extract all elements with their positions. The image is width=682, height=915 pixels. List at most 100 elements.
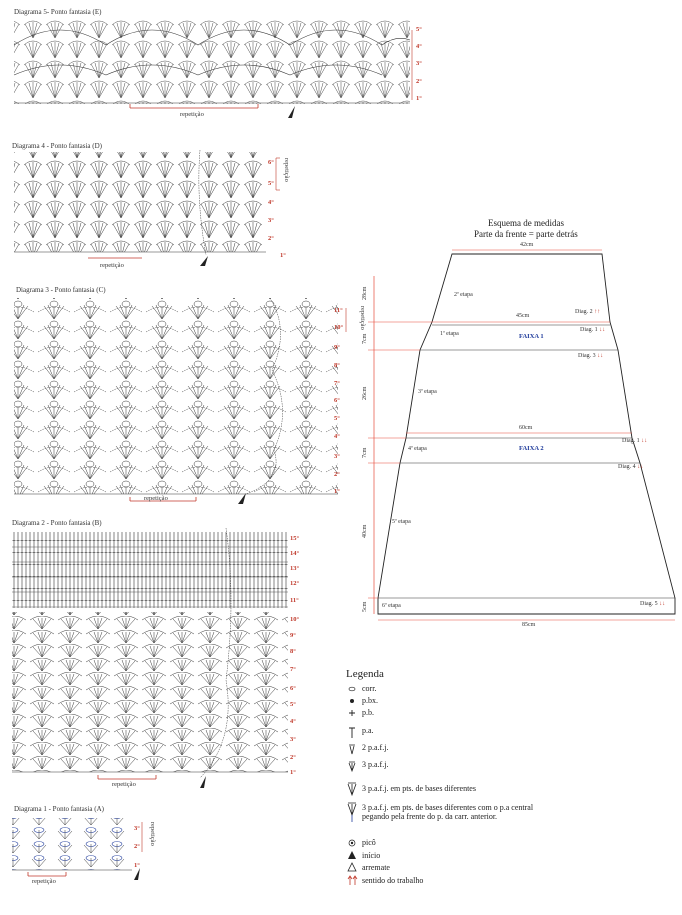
repeat-label-b: repetição <box>112 781 136 788</box>
chart-d-body <box>14 149 280 266</box>
measurement-schema <box>368 249 676 621</box>
legend-3dc-front-post: 3 p.a.f.j. em pts. de bases diferentes c… <box>362 803 534 821</box>
diagram-3-title: Diagrama 3 - Ponto fantasia (C) <box>16 286 106 294</box>
stage-6-label: 6ª etapa <box>382 603 401 609</box>
row-label-c-4: 4° <box>334 433 340 440</box>
row-label-d-6: 6° <box>268 159 274 166</box>
legend-2dc-together: 2 p.a.f.j. <box>362 743 389 752</box>
row-label-b-4: 4° <box>290 718 296 725</box>
row-label-b-12: 12° <box>290 580 300 587</box>
row-label-b-5: 5° <box>290 701 296 708</box>
side-repeat-label-c: repetição <box>359 306 366 330</box>
row-label-e-1: 1° <box>416 95 422 102</box>
row-label-e-5: 5° <box>416 26 422 33</box>
legend-slip-stitch: p.bx. <box>362 696 378 705</box>
diag-ref-1b: Diag. 1 ↓↓ <box>622 438 648 444</box>
legend-picot: picô <box>362 838 376 847</box>
row-label-e-2: 2° <box>416 78 422 85</box>
height-7-label-2: 7cm <box>362 447 368 458</box>
chart-e-body <box>13 20 413 118</box>
repeat-label-a: repetição <box>32 878 56 885</box>
stage-2-label: 2ª etapa <box>454 292 473 298</box>
width-60-label: 60cm <box>519 425 533 431</box>
row-label-e-4: 4° <box>416 43 422 50</box>
legend-3dc-diff-bases: 3 p.a.f.j. em pts. de bases diferentes <box>362 784 476 793</box>
row-label-a-1: 1° <box>134 862 140 869</box>
repeat-label-d: repetição <box>100 262 124 269</box>
row-label-c-6: 6° <box>334 397 340 404</box>
diag-ref-2: Diag. 2 ↑↑ <box>575 309 601 315</box>
diag-ref-3: Diag. 3 ↓↓ <box>578 353 604 359</box>
band-1-label: FAIXA 1 <box>519 333 544 340</box>
stage-4-label: 4ª etapa <box>408 446 427 452</box>
schema-title: Esquema de medidas <box>488 218 564 228</box>
row-label-d-5: 5° <box>268 180 274 187</box>
row-label-b-8: 8° <box>290 648 296 655</box>
stage-5-label: 5ª etapa <box>392 519 411 525</box>
row-label-b-7: 7° <box>290 666 296 673</box>
legend-double-crochet: p.a. <box>362 726 374 735</box>
legend-start: início <box>362 851 381 860</box>
repeat-label-e: repetição <box>180 111 204 118</box>
row-label-c-1: 1° <box>334 488 340 495</box>
diagram-5-title: Diagrama 5- Ponto fantasia (E) <box>14 8 102 16</box>
diagram-1-title: Diagrama 1 - Ponto fantasia (A) <box>14 805 104 813</box>
row-label-b-6: 6° <box>290 685 296 692</box>
bottom-width-label: 85cm <box>522 622 536 628</box>
height-28-label: 28cm <box>362 286 368 300</box>
row-label-d-3: 3° <box>268 217 274 224</box>
side-repeat-label-a: repetição <box>149 822 156 846</box>
legend-3dc-together: 3 p.a.f.j. <box>362 760 389 769</box>
height-7-label-1: 7cm <box>362 333 368 344</box>
row-label-d-4: 4° <box>268 199 274 206</box>
stage-3-label: 3ª etapa <box>418 389 437 395</box>
row-label-c-11: 11° <box>334 307 343 314</box>
top-width-label: 42cm <box>520 242 534 248</box>
side-repeat-label-d: repetição <box>283 158 290 182</box>
row-label-b-13: 13° <box>290 565 300 572</box>
row-label-c-5: 5° <box>334 415 340 422</box>
row-label-c-3: 3° <box>334 453 340 460</box>
legend-fasten-off: arremate <box>362 863 390 872</box>
legend-title: Legenda <box>346 668 384 680</box>
legend-single-crochet: p.b. <box>362 708 374 717</box>
height-26-label: 26cm <box>362 386 368 400</box>
diagram-4-title: Diagrama 4 - Ponto fantasia (D) <box>12 142 102 150</box>
row-label-a-3: 3° <box>134 825 140 832</box>
height-40-label: 40cm <box>362 524 368 538</box>
row-label-c-10: 10° <box>334 324 344 331</box>
row-label-c-8: 8° <box>334 362 340 369</box>
row-label-e-3: 3° <box>416 60 422 67</box>
row-label-b-10: 10° <box>290 616 300 623</box>
row-label-c-7: 7° <box>334 380 340 387</box>
diag-ref-1a: Diag. 1 ↓↓ <box>580 327 606 333</box>
row-label-d-2: 2° <box>268 235 274 242</box>
chart-a-body <box>12 818 143 880</box>
diag-ref-4: Diag. 4 ↓↓ <box>618 464 644 470</box>
schema-subtitle: Parte da frente = parte detrás <box>474 229 578 239</box>
band-2-label: FAIXA 2 <box>519 445 544 452</box>
row-label-b-9: 9° <box>290 632 296 639</box>
chart-b-body <box>12 527 288 788</box>
row-label-b-2: 2° <box>290 754 296 761</box>
diag-ref-5: Diag. 5 ↓↓ <box>640 601 666 607</box>
row-label-d-1: 1° <box>280 252 286 259</box>
row-label-b-11: 11° <box>290 597 299 604</box>
row-label-a-2: 2° <box>134 843 140 850</box>
row-label-c-2: 2° <box>334 471 340 478</box>
row-label-b-15: 15° <box>290 535 300 542</box>
diagram-2-title: Diagrama 2 - Ponto fantasia (B) <box>12 519 102 527</box>
stage-1-label: 1ª etapa <box>440 331 459 337</box>
row-label-c-9: 9° <box>334 344 340 351</box>
height-5-label: 5cm <box>362 601 368 612</box>
legend-work-direction: sentido do trabalho <box>362 876 424 885</box>
row-label-b-14: 14° <box>290 550 300 557</box>
row-label-b-1: 1° <box>290 769 296 776</box>
legend-chain: corr. <box>362 684 377 693</box>
width-45-label: 45cm <box>516 313 530 319</box>
row-label-b-3: 3° <box>290 736 296 743</box>
legend-symbols <box>347 686 358 885</box>
chart-c-body <box>14 297 347 504</box>
repeat-label-c: repetição <box>144 495 168 502</box>
